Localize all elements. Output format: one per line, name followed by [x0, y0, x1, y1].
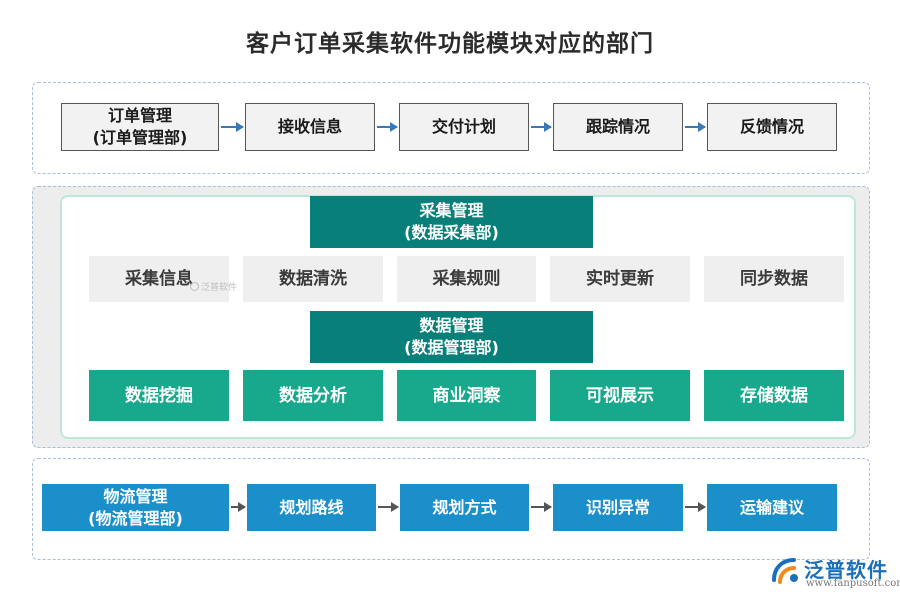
watermark: 泛普软件	[190, 280, 237, 293]
realtime-update-box: 实时更新	[550, 256, 690, 302]
store-data-box: 存储数据	[704, 370, 844, 421]
arrow-right-icon	[685, 122, 706, 132]
data-management-box: 数据管理 (数据管理部)	[310, 311, 593, 363]
arrow-right-icon	[221, 122, 244, 132]
logistics-panel	[32, 458, 870, 560]
logo-url: www.fanpusoft.com	[806, 578, 900, 589]
feedback-box: 反馈情况	[707, 103, 837, 151]
logistics-management-box: 物流管理 (物流管理部)	[42, 484, 229, 531]
brand-logo: 泛普软件 www.fanpusoft.com	[766, 554, 900, 594]
logo-name: 泛普软件	[804, 558, 888, 582]
plan-method-box: 规划方式	[400, 484, 529, 531]
data-analysis-box: 数据分析	[243, 370, 383, 421]
arrow-right-icon	[531, 502, 552, 512]
order-management-box: 订单管理 (订单管理部)	[61, 103, 219, 151]
sync-data-box: 同步数据	[704, 256, 844, 302]
collect-management-box: 采集管理 (数据采集部)	[310, 196, 593, 248]
tracking-box: 跟踪情况	[553, 103, 683, 151]
plan-route-box: 规划路线	[247, 484, 376, 531]
fanpu-logo-icon	[772, 558, 798, 584]
arrow-right-icon	[231, 502, 246, 512]
arrow-right-icon	[685, 502, 706, 512]
data-cleaning-box: 数据清洗	[243, 256, 383, 302]
diagram-title: 客户订单采集软件功能模块对应的部门	[246, 31, 654, 57]
arrow-right-icon	[377, 122, 398, 132]
watermark-logo-icon	[190, 282, 199, 291]
delivery-plan-box: 交付计划	[399, 103, 529, 151]
order-panel	[32, 82, 870, 174]
visual-display-box: 可视展示	[550, 370, 690, 421]
arrow-right-icon	[531, 122, 552, 132]
business-insight-box: 商业洞察	[397, 370, 536, 421]
arrow-right-icon	[378, 502, 399, 512]
watermark-text: 泛普软件	[201, 283, 238, 293]
detect-anomaly-box: 识别异常	[553, 484, 683, 531]
receive-info-box: 接收信息	[245, 103, 375, 151]
data-mining-box: 数据挖掘	[89, 370, 229, 421]
collect-info-box: 采集信息	[89, 256, 229, 302]
transport-advice-box: 运输建议	[707, 484, 837, 531]
collect-rules-box: 采集规则	[397, 256, 536, 302]
